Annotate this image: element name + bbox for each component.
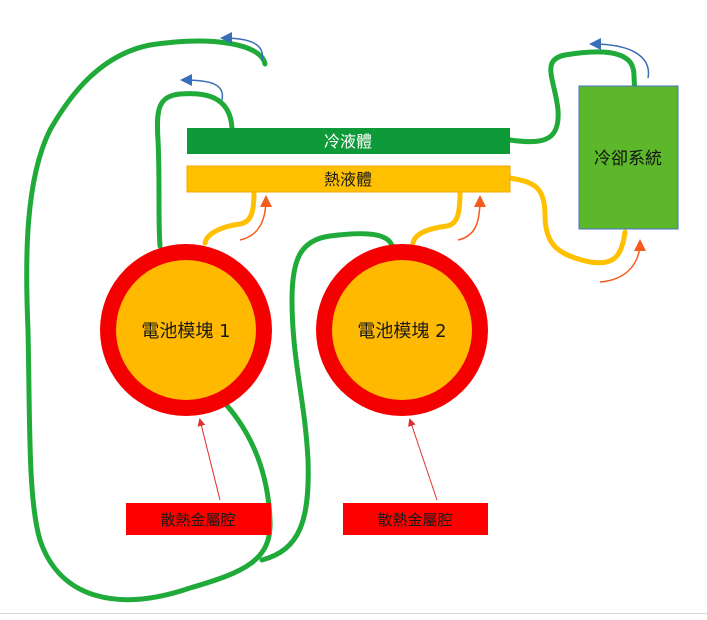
cooling-system-box — [578, 85, 679, 230]
yellow-pipe-cooling — [507, 175, 628, 266]
hot-flow-arrow-1 — [239, 195, 272, 241]
pointer-arrow-1 — [197, 418, 221, 501]
battery-module-1-label: 電池模塊 1 — [141, 321, 230, 342]
heatsink-1-box — [126, 503, 271, 535]
green-pipe-cooling — [507, 49, 638, 145]
yellow-pipe-module2 — [410, 189, 463, 246]
battery-module-2-label: 電池模塊 2 — [357, 321, 446, 342]
cooling-system-label: 冷卻系統 — [594, 149, 662, 169]
heatsink-2-box — [343, 503, 488, 535]
yellow-pipe-module1 — [202, 189, 257, 246]
cool-flow-arrow-1 — [220, 32, 264, 61]
green-pipe-module1 — [154, 91, 235, 249]
hot-flow-arrow-3 — [599, 239, 646, 283]
heatsink-2-label: 散熱金屬腔 — [377, 511, 452, 529]
cool-flow-arrow-2 — [180, 74, 224, 101]
battery-module-1 — [100, 244, 272, 416]
hot-liquid-bar — [186, 165, 511, 193]
heatsink-1-label: 散熱金屬腔 — [160, 511, 235, 529]
green-pipe-module2 — [259, 231, 395, 563]
battery-module-2 — [316, 244, 488, 416]
pointer-arrow-2 — [408, 418, 438, 501]
hot-liquid-label: 熱液體 — [324, 170, 372, 189]
bottom-divider — [0, 613, 707, 614]
cool-flow-arrow-3 — [589, 38, 650, 79]
hot-flow-arrow-2 — [457, 195, 486, 241]
cold-liquid-bar — [187, 128, 510, 154]
cold-liquid-label: 冷液體 — [324, 132, 372, 151]
green-loop-outer — [24, 38, 273, 603]
